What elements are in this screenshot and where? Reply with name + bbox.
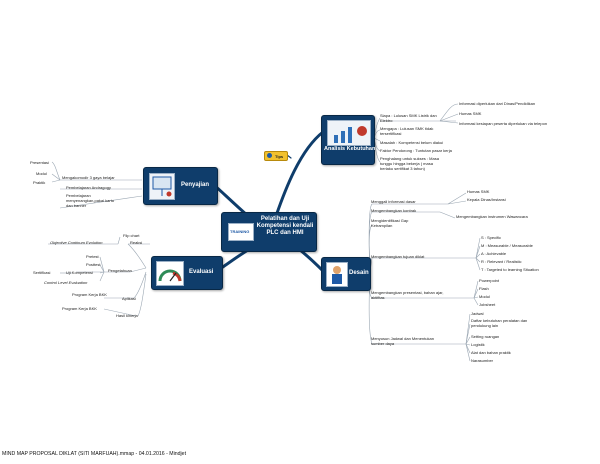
desain-pres-jobsheet: Jobsheet [479, 302, 496, 307]
desain-jadwal-logistik: Logistik [471, 342, 485, 347]
desain-item-tujuan: Mengembangkan tujuan diklat [371, 254, 425, 259]
evaluasi-hasil-program: Program Kerja BKK [62, 306, 97, 311]
desain-item-presentasi: Mengembangkan presentasi, bahan ajar, ak… [371, 290, 444, 300]
desain-smart-s: S : Specific [481, 235, 502, 240]
evaluasi-aplikasi: Aplikasi [122, 296, 136, 301]
desain-jadwal-setting: Setting ruangan [471, 334, 500, 339]
desain-title: Desain [349, 270, 369, 276]
desain-smart-a: A : Achievable [481, 251, 507, 256]
presentation-graphic [152, 176, 172, 197]
desain-item-jadwal: Menyusun Jadwal dan Menentukan sumber da… [371, 336, 434, 346]
penyajian-item-andragogy: Pembelajaran Andragogy [66, 185, 111, 190]
evaluasi-aplikasi-program: Program Kerja BKK [72, 292, 107, 297]
desain-item-informasi: Menggali informasi dasar [371, 199, 416, 204]
analisis-sub-kesiapan: Informasi kesiapan peserta diperlukan vi… [459, 121, 548, 126]
evaluasi-reaksi: Reaksi [130, 240, 143, 245]
evaluasi-pretest: Pretest [86, 254, 99, 259]
penyajian-node[interactable]: Penyajian [143, 167, 218, 205]
evaluasi-pengetahuan: Pengetahuan [108, 268, 132, 273]
evaluasi-posttest: Posttest [86, 262, 101, 267]
desain-node[interactable]: Desain [321, 257, 371, 291]
training-logo-text: TRAINING [230, 229, 250, 234]
penyajian-sub-presentasi: Presentasi [30, 160, 49, 165]
desain-jadwal-narasumber: Narasumber [471, 358, 494, 363]
analisis-item-mengapa: Mengapa : Lulusan SMK tidak tersertifika… [380, 126, 434, 136]
analisis-item-penghalang: Penghalang untuk sukses : Masa tunggu hi… [380, 156, 439, 171]
desain-info-humas: Humas SMK [467, 189, 490, 194]
desain-pres-flash: Flash [479, 286, 489, 291]
desain-jadwal-daftar: Daftar kebutuhan peralatan dan pendukung… [471, 318, 528, 328]
designer-icon [326, 262, 348, 287]
analisis-item-faktor: Faktor Pendorong : Tuntutan pasar kerja [380, 148, 452, 153]
analisis-item-siapa: Siapa : Lulusan SMK Listrik dan Elektro [380, 113, 437, 123]
desain-item-gap: Mengidentifikasi Gap Ketrampilan [371, 218, 409, 228]
desain-kontrak-wawancara: Mengembangkan instrumen Wawancara [456, 214, 528, 219]
evaluasi-control-level: Control Level Evaluation [44, 280, 88, 285]
evaluasi-node[interactable]: Evaluasi [151, 256, 223, 290]
penyajian-sub-modul: Modul [36, 171, 47, 176]
analisis-kebutuhan-title: Analisis Kebutuhan [324, 146, 376, 152]
evaluasi-title: Evaluasi [189, 269, 214, 275]
evaluasi-uji-kompetensi: Uji Kompetensi [66, 270, 93, 275]
tips-label: Tips [275, 153, 284, 159]
tips-callout[interactable]: Tips [264, 151, 288, 161]
analysis-chart-icon [327, 120, 371, 146]
desain-jadwal-alat: Alat dan bahan praktik [471, 350, 511, 355]
training-logo-icon: TRAINING [228, 223, 254, 241]
gauge-icon [156, 261, 184, 286]
penyajian-item-gaya: Mengakomodir 3 gaya belajar [62, 175, 115, 180]
desain-smart-m: M : Measurable / Measurable [481, 243, 533, 248]
penyajian-sub-praktik: Praktik [33, 180, 46, 185]
penyajian-item-menyenangkan: Pembelajaran menyenangkan,pakai kartu da… [66, 193, 115, 208]
footer-filename: MIND MAP PROPOSAL DIKLAT (SITI MARFUAH).… [2, 451, 187, 457]
central-topic[interactable]: TRAINING Pelatihan dan Uji Kompetensi ke… [221, 212, 317, 252]
desain-smart-t: T : Targeted to learning Situation [481, 267, 539, 272]
penyajian-title: Penyajian [181, 182, 210, 188]
gauge-graphic [158, 269, 182, 282]
desain-info-kepala: Kepala Dinas/Instansi [467, 197, 506, 202]
evaluasi-sertifikasi: Sertifikasi [33, 270, 51, 275]
info-icon [267, 153, 272, 158]
desain-pres-modul: Modul [479, 294, 490, 299]
designer-graphic [332, 266, 342, 284]
presentation-icon [149, 173, 175, 200]
evaluasi-reaksi-objective: Objective Continum Evolution [50, 240, 103, 245]
desain-pres-powerpoint: Powerpoint [479, 278, 500, 283]
central-topic-title: Pelatihan dan Uji Kompetensi kendali PLC… [256, 216, 314, 236]
desain-smart-r: R : Relevant / Realistic [481, 259, 522, 264]
analisis-sub-informasi: Informasi diperlukan dari Dinas/Pendidik… [459, 101, 536, 106]
evaluasi-hasil-kinerja: Hasil kinerja [116, 313, 138, 318]
desain-item-kontrak: Mengembangkan kontrak [371, 208, 417, 213]
evaluasi-reaksi-flipchart: Flip chart [123, 233, 140, 238]
analisis-sub-humas: Humas SMK [459, 111, 482, 116]
desain-jadwal-jadwal: Jadwal [471, 311, 484, 316]
analisis-kebutuhan-node[interactable]: Analisis Kebutuhan [321, 115, 375, 165]
analysis-chart-graphic [334, 126, 367, 143]
analisis-item-masalah: Masalah : Kompetensi belum diakui [380, 140, 444, 145]
